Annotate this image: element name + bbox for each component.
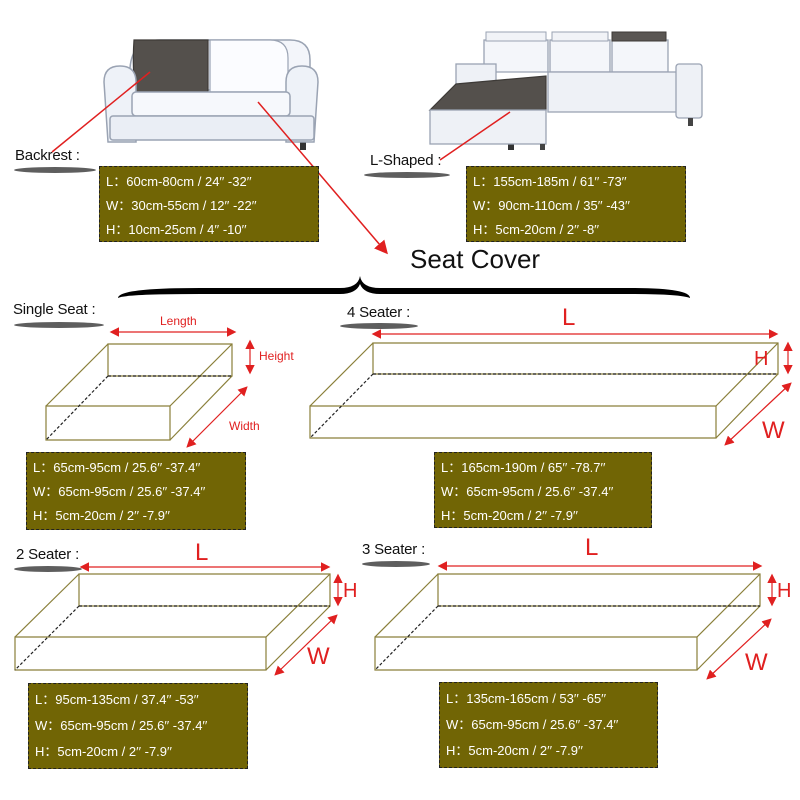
two-width-label: W xyxy=(307,643,330,670)
four-width-arrow xyxy=(724,382,792,446)
four-length-label: L xyxy=(562,304,576,331)
single-seat-label: Single Seat : xyxy=(13,301,96,318)
two-seater-cuboid xyxy=(14,573,331,671)
four-seater-cuboid xyxy=(309,342,779,439)
l-shaped-label-underline xyxy=(364,172,450,178)
three-width-arrow xyxy=(706,618,772,680)
single-seat-cuboid xyxy=(45,343,233,441)
three-seater-spec-box: L：135cm-165cm / 53′′ -65′′ W：65cm-95cm /… xyxy=(439,682,658,768)
spec-length: L：135cm-165cm / 53′′ -65′′ xyxy=(446,691,607,706)
three-seater-cuboid xyxy=(374,573,761,671)
backrest-label: Backrest : xyxy=(15,147,80,164)
spec-width: W：30cm-55cm / 12′′ -22′′ xyxy=(106,198,257,213)
four-seater-spec-box: L：165cm-190m / 65′′ -78.7′′ W：65cm-95cm … xyxy=(434,452,652,528)
backrest-leader-line xyxy=(51,71,151,153)
spec-length: L：165cm-190m / 65′′ -78.7′′ xyxy=(441,460,606,475)
spec-height: H：5cm-20cm / 2′′ -7.9′′ xyxy=(35,744,172,759)
spec-length: L：60cm-80cm / 24′′ -32′′ xyxy=(106,174,252,189)
seat-cover-brace xyxy=(118,276,690,298)
four-seater-label-underline xyxy=(340,323,418,329)
spec-width: W：65cm-95cm / 25.6′′ -37.4′′ xyxy=(35,718,208,733)
spec-width: W：65cm-95cm / 25.6′′ -37.4′′ xyxy=(33,484,206,499)
spec-height: H：5cm-20cm / 2′′ -7.9′′ xyxy=(33,508,170,523)
two-seater-label-underline xyxy=(14,566,82,572)
four-seater-label: 4 Seater : xyxy=(347,304,411,321)
backrest-spec-box: L：60cm-80cm / 24′′ -32′′ W：30cm-55cm / 1… xyxy=(99,166,319,242)
spec-length: L：95cm-135cm / 37.4′′ -53′′ xyxy=(35,692,199,707)
l-shaped-spec-box: L：155cm-185m / 61′′ -73′′ W：90cm-110cm /… xyxy=(466,166,686,242)
three-length-label: L xyxy=(585,534,599,561)
single-width-arrow xyxy=(186,386,248,448)
four-width-label: W xyxy=(762,417,785,444)
four-height-label: H xyxy=(754,348,769,370)
three-seater-label-underline xyxy=(362,561,430,567)
single-length-label: Length xyxy=(160,314,197,328)
spec-width: W：90cm-110cm / 35′′ -43′′ xyxy=(473,198,630,213)
spec-width: W：65cm-95cm / 25.6′′ -37.4′′ xyxy=(446,717,619,732)
backrest-label-underline xyxy=(14,167,96,173)
l-shaped-sofa-illustration xyxy=(428,31,703,150)
three-width-label: W xyxy=(745,649,768,676)
spec-height: H：5cm-20cm / 2′′ -7.9′′ xyxy=(446,743,583,758)
seat-cover-leader-arrow xyxy=(257,101,388,255)
two-width-arrow xyxy=(274,614,338,676)
single-width-label: Width xyxy=(229,419,260,433)
three-height-label: H xyxy=(777,580,792,602)
l-shaped-label: L-Shaped : xyxy=(370,152,442,169)
l-shaped-leader-line xyxy=(439,111,511,161)
single-seat-spec-box: L：65cm-95cm / 25.6′′ -37.4′′ W：65cm-95cm… xyxy=(26,452,246,530)
two-seat-sofa-illustration xyxy=(103,39,514,150)
two-seater-label: 2 Seater : xyxy=(16,546,80,563)
spec-height: H：5cm-20cm / 2′′ -7.9′′ xyxy=(441,508,578,523)
spec-height: H：10cm-25cm / 4′′ -10′′ xyxy=(106,222,247,237)
two-height-label: H xyxy=(343,580,358,602)
spec-length: L：65cm-95cm / 25.6′′ -37.4′′ xyxy=(33,460,201,475)
spec-width: W：65cm-95cm / 25.6′′ -37.4′′ xyxy=(441,484,614,499)
seat-cover-title: Seat Cover xyxy=(410,244,541,274)
single-height-label: Height xyxy=(259,349,294,363)
two-length-label: L xyxy=(195,539,209,566)
spec-height: H：5cm-20cm / 2′′ -8′′ xyxy=(473,222,600,237)
three-seater-label: 3 Seater : xyxy=(362,541,426,558)
single-seat-label-underline xyxy=(14,322,104,328)
two-seater-spec-box: L：95cm-135cm / 37.4′′ -53′′ W：65cm-95cm … xyxy=(28,683,248,769)
spec-length: L：155cm-185m / 61′′ -73′′ xyxy=(473,174,627,189)
